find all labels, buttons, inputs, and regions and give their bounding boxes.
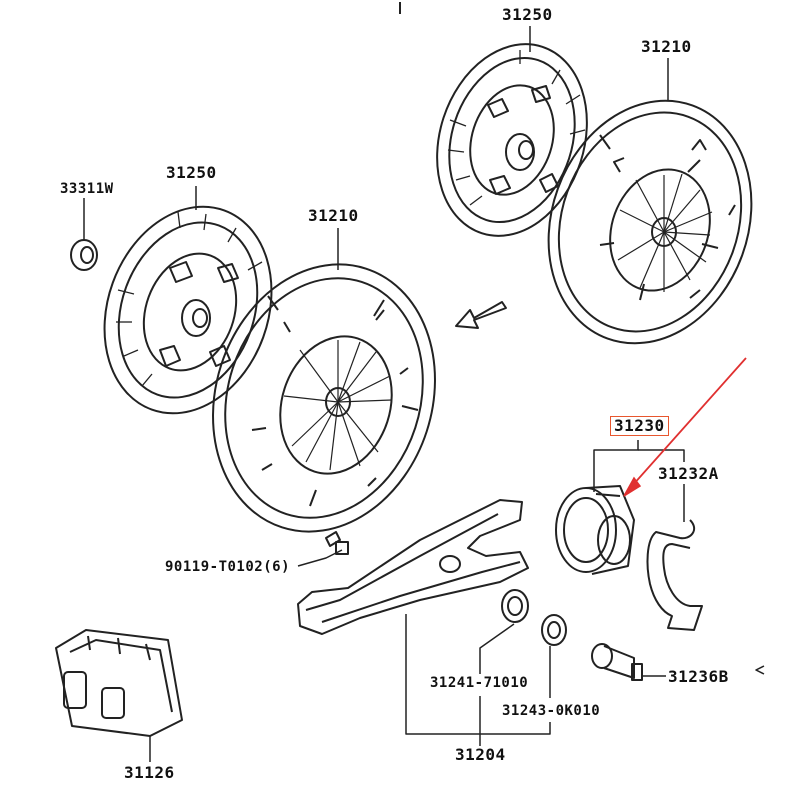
label-cover-left: 31210 <box>308 206 359 225</box>
label-release-bearing: 31230 <box>610 416 669 436</box>
release-bearing <box>555 485 635 575</box>
label-bolt: 90119-T0102(6) <box>165 559 291 575</box>
grease-fitting <box>591 643 643 681</box>
leader-lines <box>83 26 685 762</box>
release-bearing-clip <box>646 519 703 631</box>
label-disc-top: 31250 <box>502 5 553 24</box>
pressure-plate-left <box>212 263 436 533</box>
pilot-bearing <box>70 239 98 271</box>
bolt <box>325 531 349 555</box>
chevron-left-icon <box>755 665 765 675</box>
release-fork <box>297 499 529 635</box>
flow-arrow-icon <box>455 301 507 329</box>
clutch-kit-box <box>55 629 183 737</box>
label-clutch-kit: 31126 <box>124 763 175 782</box>
fork-boot <box>501 589 529 623</box>
fork-pivot <box>541 614 567 646</box>
label-fitting: 31236B <box>668 667 729 686</box>
label-fork-assy: 31204 <box>455 745 506 764</box>
label-pivot: 31243-0K010 <box>502 703 601 719</box>
clutch-disc-upper <box>436 43 588 237</box>
label-pilot-bearing: 33311W <box>60 181 114 197</box>
red-pointer-arrow <box>623 357 747 497</box>
label-boot: 31241-71010 <box>430 675 529 691</box>
label-disc-left: 31250 <box>166 163 217 182</box>
pressure-plate-upper <box>547 99 753 345</box>
label-clip: 31232A <box>658 464 719 483</box>
label-cover-top: 31210 <box>641 37 692 56</box>
clutch-disc-left <box>103 205 273 415</box>
